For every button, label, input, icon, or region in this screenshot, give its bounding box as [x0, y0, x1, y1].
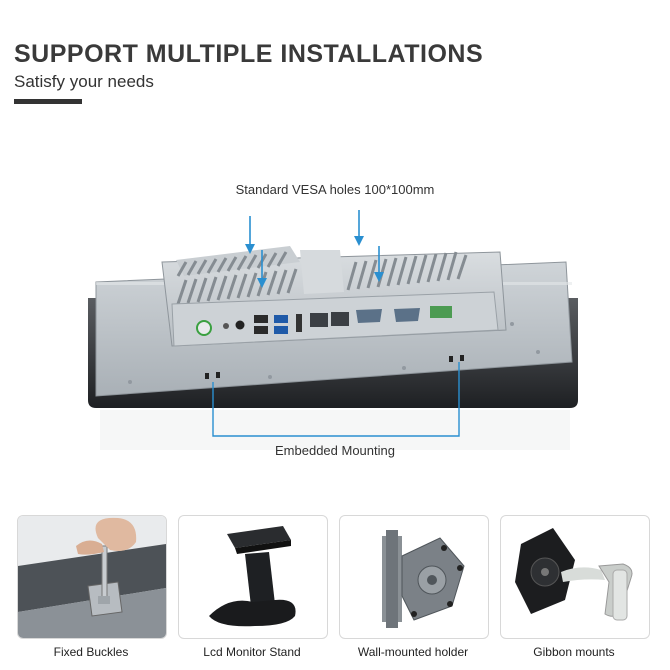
monitor-stand-card	[178, 515, 328, 639]
fixed-buckles-caption: Fixed Buckles	[53, 645, 129, 659]
floor-reflection	[100, 410, 570, 450]
wall-mount-photo-icon	[382, 530, 465, 628]
back-cover-screws	[128, 322, 540, 384]
wall-mount-card	[339, 515, 489, 639]
embedded-callout-label: Embedded Mounting	[275, 443, 395, 458]
vesa-callout-label: Standard VESA holes 100*100mm	[235, 182, 435, 197]
vesa-arrows	[245, 210, 384, 288]
fixed-buckle-photo-icon	[18, 516, 166, 638]
gibbon-mount-caption: Gibbon mounts	[533, 645, 615, 659]
page-subtitle: Satisfy your needs	[14, 72, 154, 91]
embedded-mounting-slots	[205, 355, 464, 379]
gibbon-mount-photo-icon	[515, 528, 633, 621]
gibbon-mount-card	[500, 515, 650, 639]
fixed-buckles-card	[17, 515, 167, 639]
monitor-stand-photo-icon	[209, 526, 296, 627]
monitor-stand-caption: Lcd Monitor Stand	[203, 645, 301, 659]
io-ports	[196, 306, 452, 336]
heatsink-fins	[176, 246, 468, 305]
title-underline	[14, 99, 82, 104]
page-title: SUPPORT MULTIPLE INSTALLATIONS	[14, 40, 484, 68]
power-button-icon	[196, 320, 212, 336]
embedded-bracket	[212, 362, 460, 437]
wall-mount-caption: Wall-mounted holder	[357, 645, 469, 659]
